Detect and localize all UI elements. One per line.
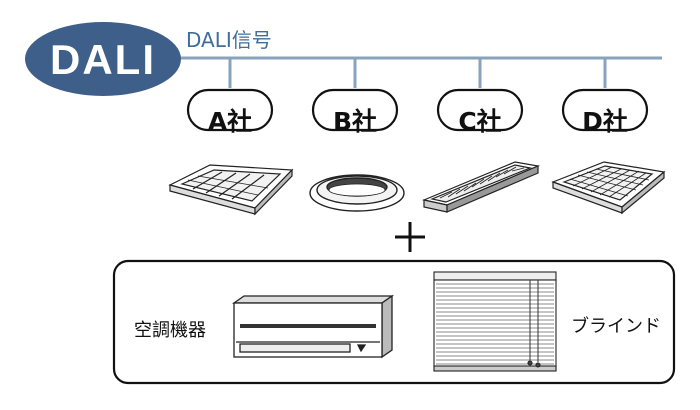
company-badge-a — [186, 88, 274, 132]
fixture-c-linear-icon — [422, 161, 541, 213]
fixture-b-downlight-icon — [309, 174, 405, 212]
dali-signal-label: DALI信号 — [186, 28, 272, 52]
company-label-a: A社 — [207, 107, 253, 136]
company-badge-b — [311, 88, 399, 132]
company-label-c: C社 — [458, 107, 502, 136]
company-badges — [186, 88, 649, 132]
blind-label: ブラインド — [571, 316, 661, 337]
fixture-a-troffer-icon — [168, 164, 294, 216]
blind-icon — [433, 271, 557, 372]
company-label-b: B社 — [332, 107, 378, 136]
dali-ellipse — [25, 22, 181, 96]
dali-title: DALI — [50, 36, 156, 83]
air-conditioner-icon — [231, 294, 395, 359]
company-badge-d — [561, 88, 649, 132]
fixture-d-louver-icon — [551, 161, 666, 215]
company-label-d: D社 — [582, 107, 628, 136]
company-badge-c — [436, 88, 524, 132]
aircon-label: 空調機器 — [134, 320, 206, 341]
plus-sign — [395, 222, 425, 252]
